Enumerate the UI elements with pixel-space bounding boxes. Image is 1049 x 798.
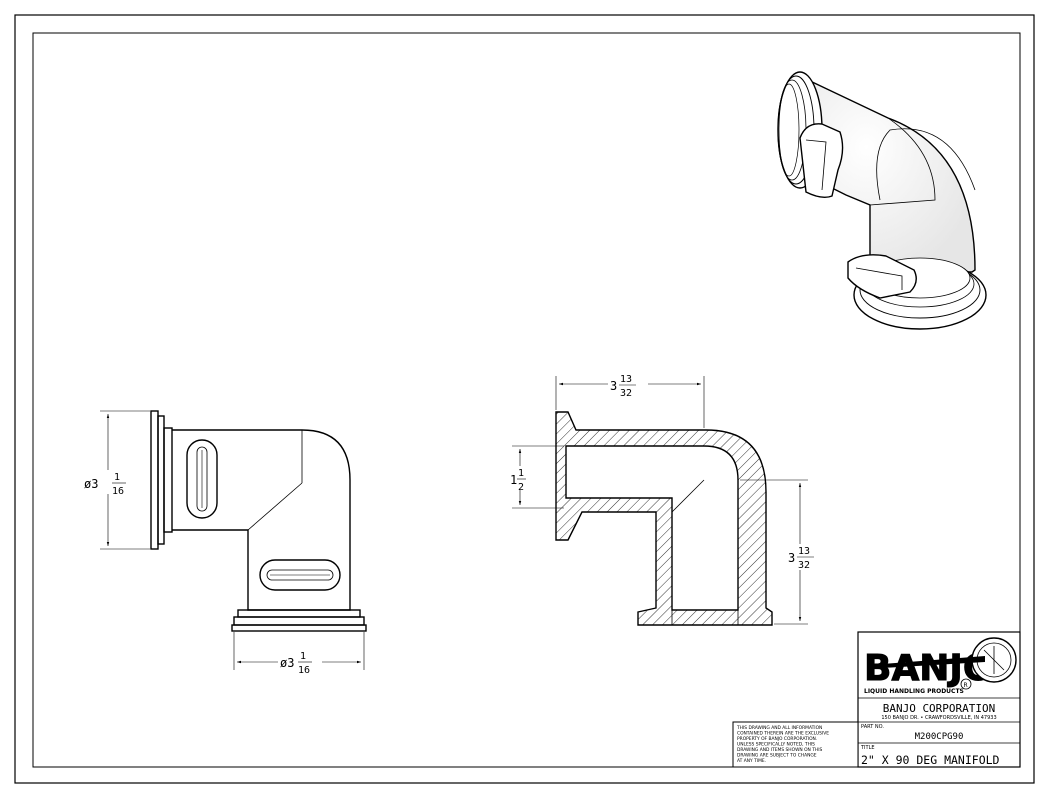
part-number: M200CPG90 bbox=[915, 732, 964, 742]
company-name: BANJO CORPORATION bbox=[883, 702, 996, 715]
svg-text:13: 13 bbox=[798, 546, 810, 557]
outer-border bbox=[14, 14, 1035, 784]
section-right-dimension: 3 13 32 bbox=[740, 479, 822, 625]
front-bottom-label: ø3 bbox=[280, 656, 294, 670]
title-block: BANJO R LIQUID HANDLING PRODUCTS BANJO C… bbox=[857, 631, 1021, 768]
section-right-label: 3 bbox=[788, 551, 795, 565]
section-bore-dimension: 1 1 2 bbox=[508, 445, 564, 509]
svg-text:13: 13 bbox=[620, 374, 632, 385]
notice-line: DRAWING AND ITEMS SHOWN ON THIS bbox=[737, 747, 823, 753]
svg-text:16: 16 bbox=[112, 486, 124, 497]
svg-text:1: 1 bbox=[300, 651, 306, 662]
drawing-title: 2" X 90 DEG MANIFOLD bbox=[861, 753, 1000, 767]
svg-text:2: 2 bbox=[518, 482, 524, 493]
isometric-view bbox=[777, 71, 987, 330]
notice-line: CONTAINED THEREIN ARE THE EXCLUSIVE bbox=[737, 731, 829, 737]
svg-text:32: 32 bbox=[620, 388, 632, 399]
svg-text:32: 32 bbox=[798, 560, 810, 571]
svg-text:R: R bbox=[964, 682, 968, 689]
section-view bbox=[555, 411, 773, 626]
notice-line: DRAWING ARE SUBJECT TO CHANGE bbox=[737, 753, 817, 759]
notice-line: THIS DRAWING AND ALL INFORMATION bbox=[736, 725, 822, 731]
notice-block: THIS DRAWING AND ALL INFORMATION CONTAIN… bbox=[732, 721, 859, 768]
inner-border bbox=[32, 32, 1021, 768]
logo-tagline: LIQUID HANDLING PRODUCTS bbox=[864, 688, 964, 695]
svg-text:16: 16 bbox=[298, 665, 310, 676]
notice-line: UNLESS SPECIFICALLY NOTED, THIS bbox=[737, 742, 815, 748]
front-height-dimension: ø3 1 16 bbox=[82, 410, 150, 550]
notice-line: PROPERTY OF BANJO CORPORATION. bbox=[737, 736, 817, 742]
section-bore-label: 1 bbox=[510, 473, 517, 487]
front-view bbox=[150, 410, 367, 632]
svg-text:1: 1 bbox=[518, 468, 524, 479]
company-address: 150 BANJO DR. • CRAWFORDSVILLE, IN 47933 bbox=[881, 715, 996, 721]
banjo-logo: BANJO R LIQUID HANDLING PRODUCTS bbox=[864, 637, 1017, 695]
section-top-label: 3 bbox=[610, 379, 617, 393]
front-bottom-dimension: ø3 1 16 bbox=[233, 632, 365, 676]
notice-line: AT ANY TIME. bbox=[737, 758, 766, 764]
part-no-label: PART NO. bbox=[861, 724, 884, 730]
svg-text:1: 1 bbox=[114, 472, 120, 483]
front-height-label: ø3 bbox=[84, 477, 98, 491]
section-top-dimension: 3 13 32 bbox=[555, 372, 705, 428]
title-label: TITLE bbox=[860, 745, 875, 751]
